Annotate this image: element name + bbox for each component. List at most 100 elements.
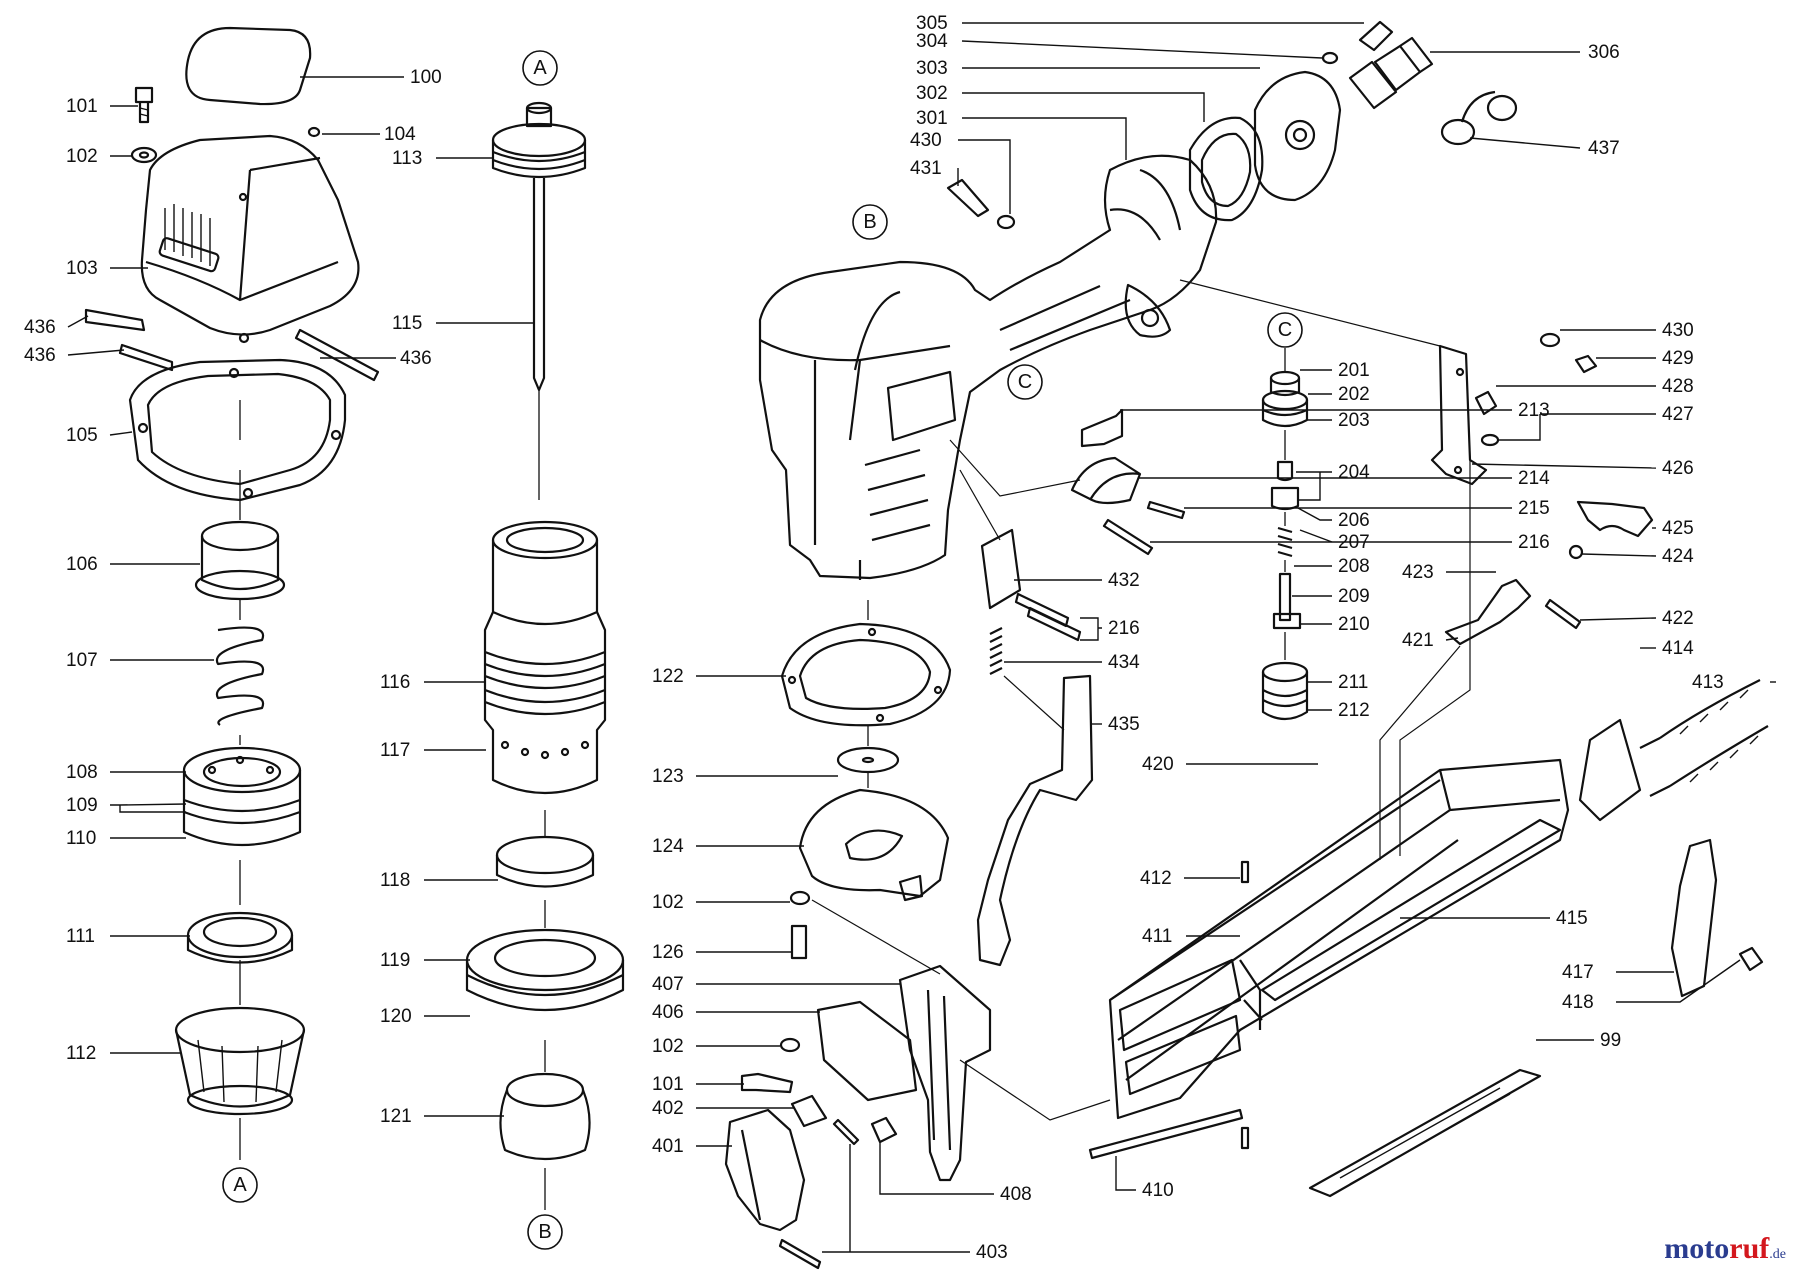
magazine-assembly [1088,679,1769,1198]
callout-123: 123 [652,766,838,787]
marker-letter: C [1018,371,1032,393]
part-spring-424 [1568,544,1584,560]
callout-label: 124 [652,836,684,857]
part-rail-415 [1260,818,1562,1002]
part-cover-pad [185,26,312,106]
callout-408: 408 [879,1142,1032,1205]
callout-109: 109 [66,795,187,816]
part-pin-215 [1146,500,1186,520]
callout-leader [109,431,133,436]
callout-104: 104 [322,124,416,145]
callout-label: 434 [1108,652,1140,673]
callout-label: 113 [392,148,422,169]
callout-301: 301 [916,108,1127,160]
callout-label: 430 [1662,320,1694,341]
part-washer-102 [130,146,158,164]
part-plate-406 [816,1000,918,1102]
callout-leader [1080,617,1102,641]
callout-436: 436 [24,345,125,366]
callout-label: 102 [652,1036,684,1057]
part-ring-111 [186,911,294,964]
part-screw-101 [134,86,154,124]
valve-stack [1261,348,1309,721]
callout-label: 436 [400,348,432,369]
callout-420: 420 [1142,754,1318,775]
part-screw-418 [1738,946,1764,972]
callout-106: 106 [66,554,200,575]
callout-leader [1471,463,1657,469]
callout-210: 210 [1300,614,1370,635]
callout-label: 402 [652,1098,684,1119]
part-spring-107 [215,626,265,726]
callout-430: 430 [910,130,1011,214]
part-link-421 [1444,578,1532,646]
callout-label: 201 [1338,360,1370,381]
callout-label: 209 [1338,586,1370,607]
part-pin-436-b [118,343,174,372]
callout-leader [110,803,187,813]
part-washer-430-b [1539,332,1561,348]
callout-label: 429 [1662,348,1694,369]
callout-428: 428 [1496,376,1694,397]
callout-label: 436 [24,345,56,366]
callout-407: 407 [652,974,900,995]
callout-label: 110 [66,828,96,849]
callout-213: 213 [1120,400,1550,421]
callout-label: 120 [380,1006,412,1027]
part-stem-209 [1278,572,1292,622]
part-washer-304 [1321,51,1339,65]
part-spring-434 [989,627,1003,675]
callout-label: 102 [66,146,98,167]
callout-label: 99 [1600,1030,1621,1051]
callout-117: 117 [380,740,486,761]
part-pin-403 [778,1238,822,1270]
callout-112: 112 [66,1043,180,1064]
nose-parts [780,600,952,960]
callout-label: 435 [1108,714,1140,735]
left-assembly [84,26,380,1160]
callout-426: 426 [1471,458,1694,479]
callout-label: 412 [1140,868,1172,889]
callout-leader [1115,1156,1136,1191]
callout-label: 116 [380,672,410,693]
callout-126: 126 [652,942,792,963]
part-lever-425 [1576,500,1654,538]
callout-437: 437 [1469,137,1620,159]
callout-label: 411 [1142,926,1172,947]
callout-label: 417 [1562,962,1594,983]
rear-cap-assembly [946,20,1518,230]
callout-406: 406 [652,1002,820,1023]
safety-bracket-group [1430,332,1654,646]
callout-label: 431 [910,158,942,179]
callout-label: 424 [1662,546,1694,567]
watermark-logo: motoruf.de [1664,1232,1786,1266]
part-dust-cap-437 [1440,90,1518,146]
callout-201: 201 [1300,360,1370,381]
callout-label: 118 [380,870,410,891]
callout-202: 202 [1308,384,1370,405]
callout-label: 212 [1338,700,1370,721]
callout-label: 426 [1662,458,1694,479]
callout-label: 207 [1338,532,1370,553]
part-pin-436-a [84,308,146,332]
marker-letter: B [538,1221,551,1243]
callout-label: 406 [652,1002,684,1023]
callout-label: 204 [1338,462,1370,483]
callout-label: 414 [1662,638,1694,659]
part-pusher-414 [1578,718,1642,822]
callout-207: 207 [1299,529,1370,553]
callout-label: 119 [380,950,410,971]
callout-label: 213 [1518,400,1550,421]
part-top-cap-103 [140,134,360,344]
part-spring-413-a [1639,679,1761,749]
callout-leader [1498,413,1656,441]
callout-102: 102 [652,1036,780,1057]
part-gasket-122 [780,622,952,727]
marker-letter: A [233,1174,247,1196]
part-ring-118 [495,835,595,888]
marker-circle [527,1214,563,1250]
part-nose-plate-124 [798,788,950,902]
callout-leader [1297,507,1332,521]
